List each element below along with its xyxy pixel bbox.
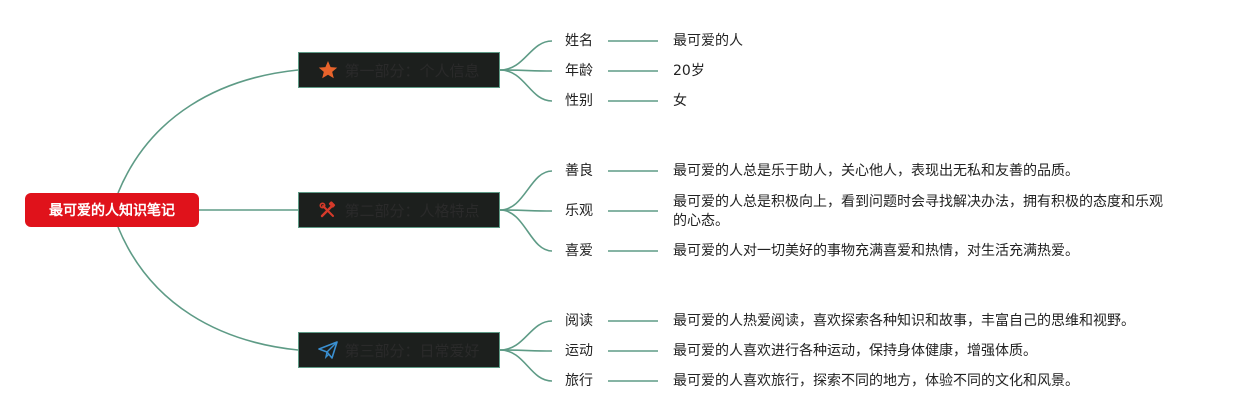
section-title: 第三部分：日常爱好	[344, 341, 480, 360]
item-desc-optimistic: 最可爱的人总是积极向上，看到问题时会寻找解决办法，拥有积极的态度和乐观的心态。	[673, 194, 1163, 229]
link-section-3-item-1	[499, 320, 553, 351]
item-label-sports[interactable]: 运动	[565, 343, 593, 359]
item-desc-sports: 最可爱的人喜欢进行各种运动，保持身体健康，增强体质。	[673, 343, 1037, 359]
link-section-1-item-1	[499, 40, 553, 71]
section-title: 第一部分：个人信息	[344, 61, 480, 80]
item-label-reading[interactable]: 阅读	[565, 313, 593, 329]
item-desc-reading: 最可爱的人热爱阅读，喜欢探索各种知识和故事，丰富自己的思维和视野。	[673, 313, 1135, 329]
item-desc-gender: 女	[673, 93, 687, 109]
item-label-travel[interactable]: 旅行	[565, 373, 593, 389]
item-label-optimistic[interactable]: 乐观	[565, 203, 593, 219]
section-node-hobbies[interactable]: 第三部分：日常爱好	[298, 332, 500, 368]
item-desc-travel: 最可爱的人喜欢旅行，探索不同的地方，体验不同的文化和风景。	[673, 373, 1079, 389]
link-root-section-1	[117, 69, 299, 194]
paper-plane-icon	[318, 340, 339, 360]
item-desc-age: 20岁	[673, 63, 705, 79]
item-desc-kind: 最可爱的人总是乐于助人，关心他人，表现出无私和友善的品质。	[673, 163, 1079, 179]
item-desc-name: 最可爱的人	[673, 33, 743, 49]
root-title: 最可爱的人知识笔记	[49, 203, 175, 219]
root-node[interactable]: 最可爱的人知识笔记	[25, 193, 199, 227]
item-label-gender[interactable]: 性别	[565, 93, 593, 109]
link-root-section-3	[117, 226, 299, 351]
item-label-kind[interactable]: 善良	[565, 163, 593, 179]
item-desc-love: 最可爱的人对一切美好的事物充满喜爱和热情，对生活充满热爱。	[673, 243, 1079, 259]
section-node-personal-info[interactable]: 第一部分：个人信息	[298, 52, 500, 88]
section-node-personality[interactable]: 第二部分：人格特点	[298, 192, 500, 228]
item-label-age[interactable]: 年龄	[565, 63, 593, 79]
section-title: 第二部分：人格特点	[344, 201, 480, 220]
tools-icon	[318, 200, 338, 220]
link-section-2-item-3	[499, 209, 553, 252]
link-section-3-item-3	[499, 349, 553, 382]
link-section-1-item-3	[499, 69, 553, 102]
item-label-name[interactable]: 姓名	[565, 33, 593, 49]
item-label-love[interactable]: 喜爱	[565, 243, 593, 259]
link-section-2-item-1	[499, 170, 553, 211]
star-icon	[318, 60, 338, 80]
